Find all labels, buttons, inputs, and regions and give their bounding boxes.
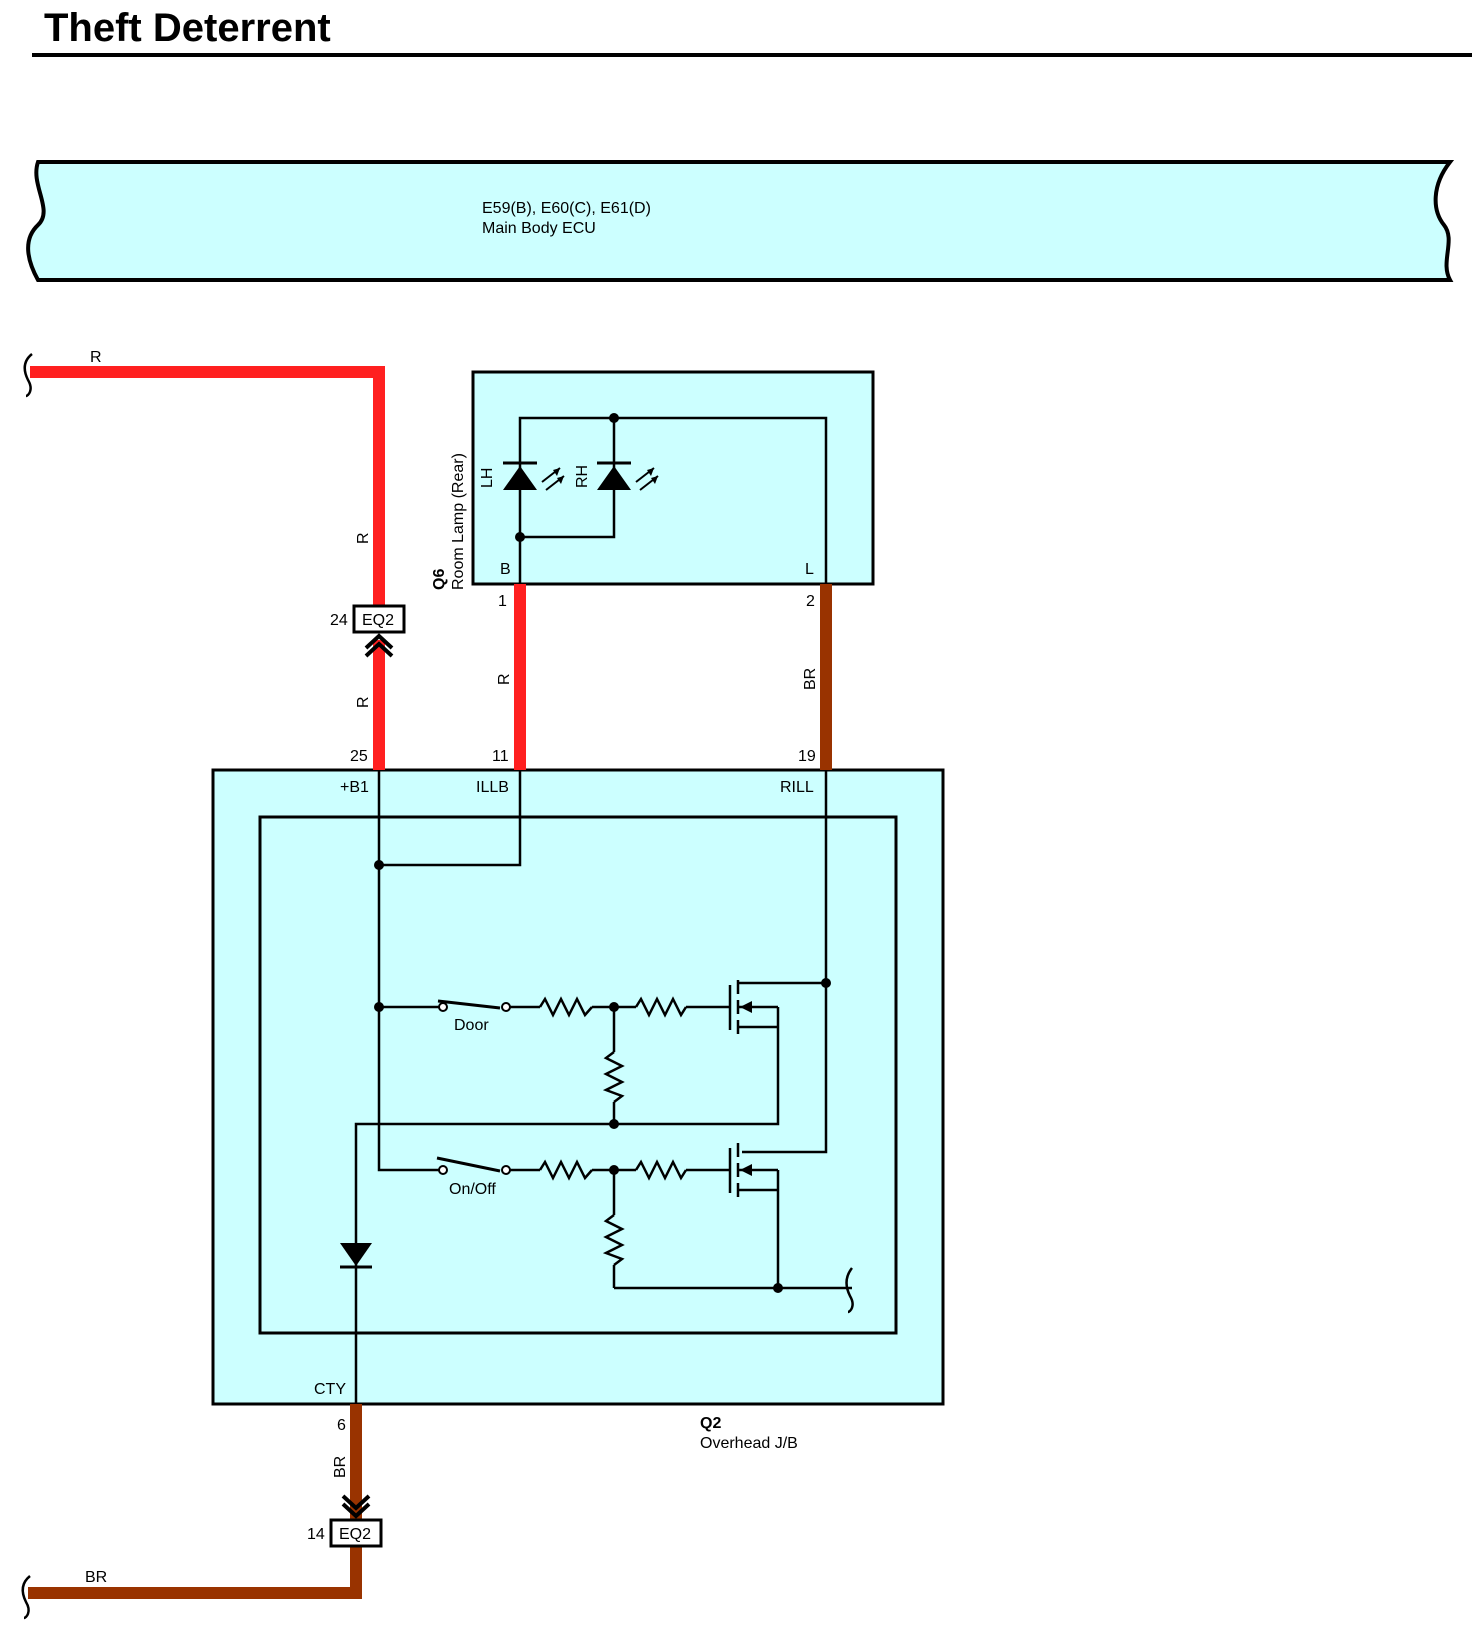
led-lh-label: LH	[479, 468, 496, 488]
room-lamp-pin-b: B	[500, 561, 511, 578]
room-lamp-internal-wiring	[518, 416, 828, 584]
junction-dot	[609, 1165, 619, 1175]
title-rule	[32, 53, 1472, 57]
connector-eq2-top-name: EQ2	[362, 612, 394, 629]
led-rh-label: RH	[574, 465, 591, 488]
wire-label-b1-lower: R	[355, 696, 372, 708]
door-switch-icon	[437, 999, 511, 1012]
room-lamp-name-label: Room Lamp (Rear)	[450, 453, 467, 590]
mosfet-arrow-icon	[740, 1001, 752, 1013]
resistor-icon	[538, 1159, 593, 1181]
mosfet-arrow-icon	[740, 1164, 752, 1176]
wire-break-icon	[23, 353, 33, 398]
junction-dot	[821, 978, 831, 988]
door-switch-label: Door	[454, 1017, 489, 1034]
resistor-icon	[602, 1214, 625, 1266]
connector-eq2-bottom-name: EQ2	[339, 1526, 371, 1543]
resistor-icon	[634, 1159, 688, 1181]
room-lamp-pin-2: 2	[806, 593, 815, 610]
connector-eq2-top-pin: 24	[330, 612, 348, 629]
junction-dot	[609, 1002, 619, 1012]
jb-terminal-rill: RILL	[780, 779, 814, 796]
room-lamp-id-label: Q6	[431, 569, 448, 590]
mosfet-icon	[728, 980, 780, 1034]
wire-break-icon	[845, 1267, 854, 1314]
junction-dot	[609, 413, 619, 423]
jb-pin-11: 11	[492, 748, 509, 765]
mosfet-icon	[728, 1143, 780, 1197]
jb-pin-19: 19	[798, 748, 816, 765]
resistor-icon	[634, 996, 688, 1018]
room-lamp-box	[471, 370, 875, 586]
overhead-jb-name-label: Overhead J/B	[700, 1435, 798, 1452]
ecu-connectors-label: E59(B), E60(C), E61(D)	[482, 200, 651, 217]
resistor-icon	[538, 996, 593, 1018]
wire-break-icon	[21, 1575, 31, 1620]
wire-bottom-left-brown	[28, 1546, 362, 1599]
wire-label-cty: BR	[332, 1456, 349, 1478]
wire-label-b1-upper: R	[355, 532, 372, 544]
room-lamp-pin-1: 1	[498, 593, 507, 610]
led-lh-icon	[503, 461, 565, 491]
jb-pin-6: 6	[337, 1417, 346, 1434]
wire-label-top-left: R	[90, 349, 102, 366]
jb-terminal-illb: ILLB	[476, 779, 509, 796]
junction-dot	[773, 1283, 783, 1293]
wire-top-left-red	[30, 366, 385, 612]
diode-icon	[340, 1243, 372, 1269]
junction-dot	[374, 860, 384, 870]
ecu-name-label: Main Body ECU	[482, 220, 596, 237]
jb-terminal-b1: +B1	[340, 779, 369, 796]
onoff-switch-label: On/Off	[449, 1181, 496, 1198]
junction-dot	[374, 1002, 384, 1012]
wire-label-bottom-left: BR	[85, 1569, 107, 1586]
wire-label-illb: R	[496, 673, 513, 685]
junction-dot	[515, 532, 525, 542]
resistor-icon	[602, 1051, 625, 1103]
page-title: Theft Deterrent	[44, 6, 331, 50]
wire-label-rill: BR	[802, 668, 819, 690]
connector-eq2-top	[352, 604, 406, 658]
overhead-jb-id-label: Q2	[700, 1415, 721, 1432]
main-body-ecu-box	[26, 160, 1455, 282]
jb-pin-25: 25	[350, 748, 368, 765]
jb-terminal-cty: CTY	[314, 1381, 346, 1398]
room-lamp-pin-l: L	[805, 561, 814, 578]
led-rh-icon	[597, 461, 659, 491]
junction-dot	[609, 1119, 619, 1129]
connector-eq2-bottom	[329, 1494, 383, 1548]
connector-eq2-bottom-pin: 14	[307, 1526, 325, 1543]
onoff-switch-icon	[436, 1156, 511, 1175]
